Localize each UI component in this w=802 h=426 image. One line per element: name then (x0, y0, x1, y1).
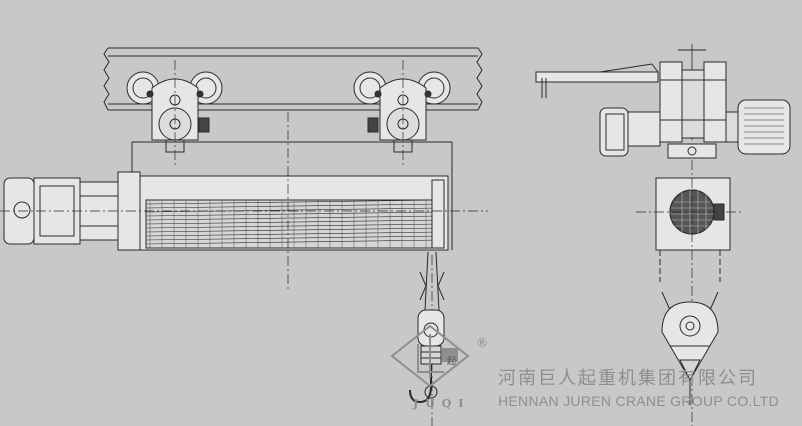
side-view (535, 44, 791, 426)
company-name-english: HENNAN JUREN CRANE GROUP CO.LTD (498, 393, 780, 409)
front-view (0, 47, 488, 426)
rope-and-hook (409, 251, 445, 404)
company-logo (390, 324, 470, 388)
side-drum-box (655, 177, 731, 251)
logo-letters: JUQI (413, 397, 471, 410)
registered-mark: ® (476, 336, 488, 350)
trolley-right (353, 71, 451, 153)
rope-drum (139, 175, 449, 251)
side-hook-block (661, 291, 719, 405)
trolley-left (126, 71, 223, 153)
company-name-chinese: 河南巨人起重机集团有限公司 (498, 368, 758, 389)
side-ropes (659, 250, 721, 282)
logo-character: 起 (447, 357, 457, 367)
side-motors (599, 99, 791, 157)
side-center-lines (636, 160, 742, 426)
operating-handle (535, 63, 659, 98)
side-trolley (627, 44, 727, 159)
